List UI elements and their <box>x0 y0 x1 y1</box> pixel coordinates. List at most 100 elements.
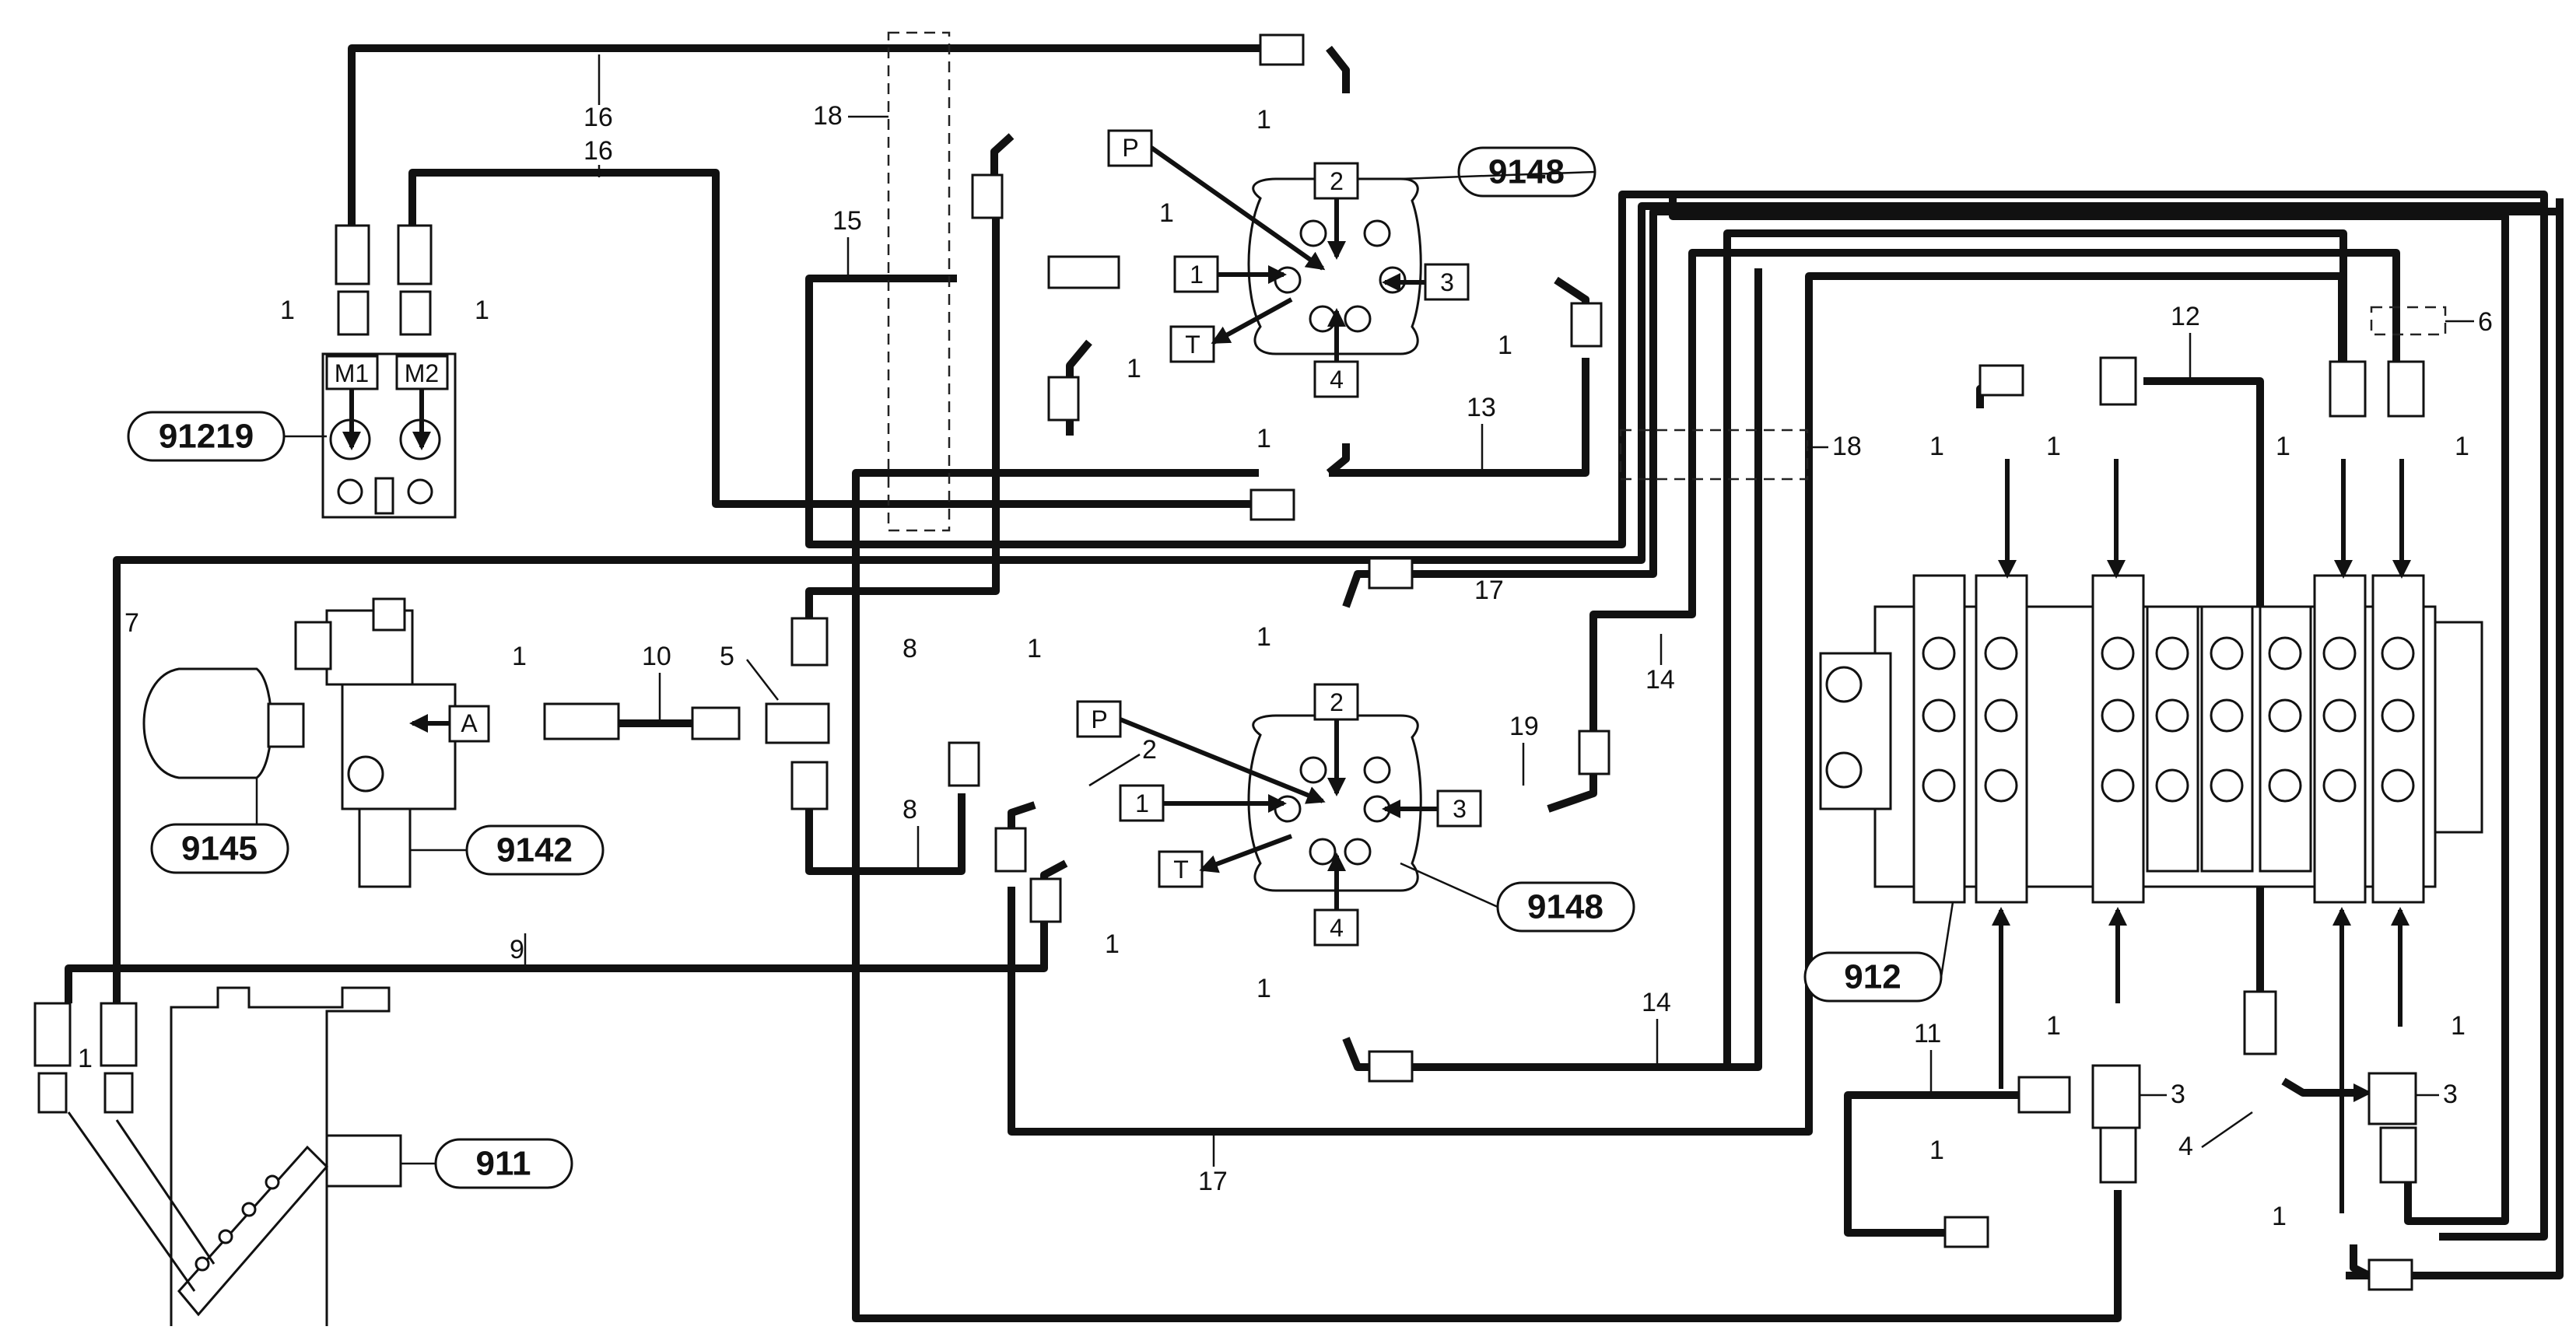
label-1: 1 <box>512 642 527 671</box>
label-19: 19 <box>1509 712 1539 741</box>
label-1: 1 <box>2455 432 2469 461</box>
valve-9142 <box>358 807 412 888</box>
callout-9148-lower: 9148 <box>1527 888 1603 926</box>
hose-7 <box>113 202 2544 1011</box>
port-m2: M2 <box>405 359 439 387</box>
label-1: 1 <box>1027 634 1042 663</box>
label-17b: 17 <box>1198 1167 1228 1196</box>
hose-17 <box>1008 272 2346 1136</box>
hose-11 <box>1844 1091 2029 1237</box>
label-18b: 18 <box>1832 432 1862 461</box>
hose-9 <box>65 906 1048 1003</box>
callouts: 9148 91219 9145 9142 9148 911 912 <box>127 146 1954 1189</box>
port-p-lower: P <box>1091 705 1107 733</box>
label-3b: 3 <box>2443 1080 2458 1109</box>
port-t-lower: T <box>1173 856 1189 884</box>
port-1-lower: 1 <box>1135 789 1149 817</box>
label-16a: 16 <box>584 103 613 132</box>
fittings <box>33 33 2425 1291</box>
callout-912: 912 <box>1844 958 1901 996</box>
port-3-lower: 3 <box>1453 795 1467 823</box>
label-13: 13 <box>1467 393 1496 422</box>
hose-17-top <box>1410 208 2560 578</box>
label-1: 1 <box>2276 432 2290 461</box>
label-1: 1 <box>1159 198 1174 228</box>
label-1: 1 <box>2272 1202 2287 1231</box>
label-10: 10 <box>642 642 671 671</box>
fitting-callouts-1: 1 1 1 1 1 1 1 1 1 1 1 1 1 1 1 1 1 1 1 1 … <box>78 105 2469 1231</box>
callout-9145: 9145 <box>181 830 258 868</box>
label-1: 1 <box>2451 1011 2466 1041</box>
label-3a: 3 <box>2171 1080 2185 1109</box>
hose-lower-1 <box>1008 801 1036 832</box>
port-2-lower: 2 <box>1330 688 1344 716</box>
valve-bank-912 <box>1819 459 2483 1213</box>
hose-upper-2 <box>1326 45 1350 93</box>
hose-16-inner <box>408 169 1251 508</box>
component-91219: M1 M2 <box>321 352 457 519</box>
port-m1: M1 <box>335 359 369 387</box>
callout-91219: 91219 <box>159 418 254 456</box>
valve-9148-upper: 2 4 1 3 P T <box>1107 129 1470 398</box>
label-14a: 14 <box>1645 665 1675 695</box>
label-1: 1 <box>1256 974 1271 1003</box>
hose-14b <box>1410 268 1762 1071</box>
label-1: 1 <box>280 296 295 325</box>
label-1: 1 <box>1929 1136 1944 1165</box>
label-1: 1 <box>1498 331 1512 360</box>
port-2-upper: 2 <box>1330 167 1344 195</box>
label-12: 12 <box>2171 302 2200 331</box>
label-6: 6 <box>2478 307 2493 337</box>
label-1: 1 <box>1256 105 1271 135</box>
hose-upper-4 <box>1326 443 1350 476</box>
valve-9148-lower: 2 4 1 3 P T <box>1076 683 1482 947</box>
label-14b: 14 <box>1642 988 1671 1017</box>
port-1-upper: 1 <box>1190 261 1204 289</box>
accumulator-9145 <box>142 667 273 779</box>
label-7: 7 <box>124 608 139 638</box>
label-8a: 8 <box>902 634 917 663</box>
label-15: 15 <box>832 206 862 236</box>
hose-lower-right <box>2350 1244 2371 1279</box>
label-1: 1 <box>2046 432 2061 461</box>
label-8b: 8 <box>902 795 917 824</box>
label-1: 1 <box>475 296 489 325</box>
hose-14 <box>1589 249 2400 731</box>
hose-15 <box>805 191 2548 1241</box>
accumulator-assembly: A <box>142 597 490 888</box>
label-5: 5 <box>720 642 734 671</box>
label-1: 1 <box>1256 424 1271 453</box>
callout-911: 911 <box>476 1145 531 1183</box>
hose-13 <box>1329 358 1589 477</box>
dashed-box-6 <box>2370 306 2447 336</box>
hose-16-outer <box>348 44 1260 226</box>
port-4-lower: 4 <box>1330 914 1344 942</box>
label-1: 1 <box>1105 929 1120 959</box>
label-2: 2 <box>1142 735 1157 765</box>
label-1: 1 <box>2046 1011 2061 1041</box>
hose-8b <box>805 762 966 875</box>
port-a: A <box>461 709 478 737</box>
label-1: 1 <box>1256 622 1271 652</box>
reference-labels: 16 16 18 15 13 18 12 6 7 10 5 8 8 9 17 1… <box>124 54 2493 1196</box>
label-9: 9 <box>510 935 524 964</box>
dashed-box-18-left <box>887 31 951 532</box>
callout-9142: 9142 <box>496 831 573 870</box>
hose-8 <box>805 201 1000 630</box>
label-11: 11 <box>1914 1019 1941 1048</box>
frame-911 <box>67 986 402 1326</box>
label-17a: 17 <box>1474 576 1504 605</box>
label-1: 1 <box>78 1044 93 1073</box>
port-3-upper: 3 <box>1440 268 1454 296</box>
hose-13b <box>852 469 2122 1322</box>
label-1: 1 <box>1127 354 1141 383</box>
port-4-upper: 4 <box>1330 366 1344 394</box>
port-p-upper: P <box>1122 134 1138 162</box>
hose-right-lower <box>2346 198 2564 1279</box>
callout-9148-upper: 9148 <box>1488 153 1565 191</box>
hose-lower-3 <box>1547 770 1597 813</box>
dashed-box-18-right <box>1619 429 1809 481</box>
port-t-upper: T <box>1185 331 1200 359</box>
label-18a: 18 <box>813 101 843 131</box>
label-1: 1 <box>1929 432 1944 461</box>
